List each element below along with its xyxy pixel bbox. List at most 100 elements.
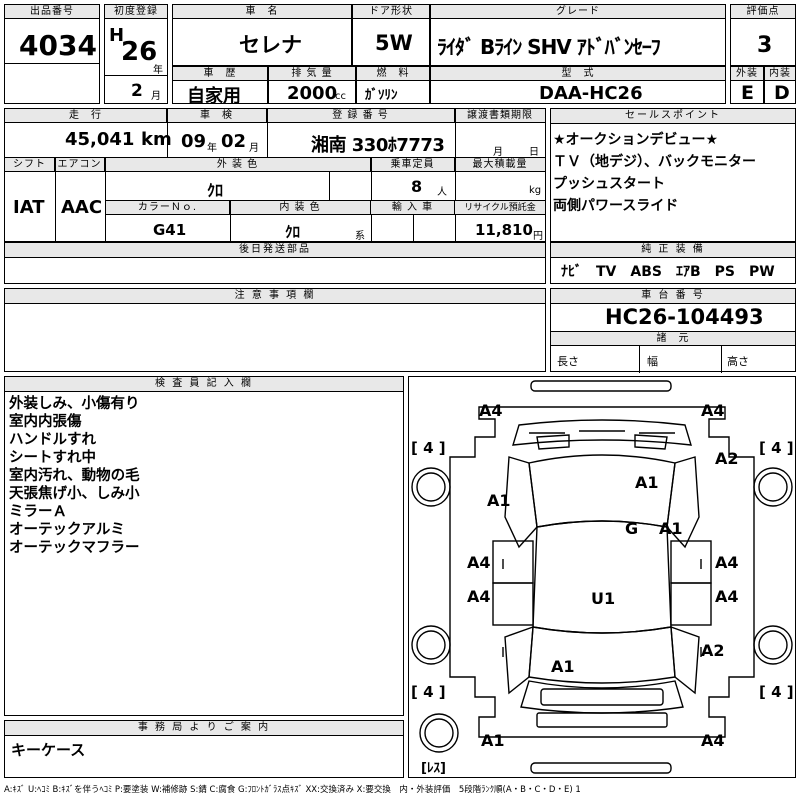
office-notice-label: 事 務 局 よ り ご 案 内 (5, 721, 403, 736)
car-name: セレナ (239, 33, 302, 57)
model-label: 型 式 (431, 67, 725, 81)
exterior-grade-cell: 外装 E (730, 66, 764, 104)
exterior-color: ｸﾛ (207, 181, 224, 200)
max-load-unit: kg (529, 185, 542, 196)
grade-cell: グレード ﾗｲﾀﾞ Bﾗｲﾝ SHV ｱﾄﾞﾊﾞﾝｾｰﾌ (430, 4, 726, 66)
mark-a1-hood: A1 (635, 473, 659, 492)
car-name-label: 車 名 (173, 5, 351, 19)
notes-label: 注 意 事 項 欄 (5, 289, 545, 304)
inspector-note-line: ハンドルすれ (9, 432, 96, 448)
mark-a4-front-right: A4 (701, 401, 725, 420)
fuel: ｶﾞｿﾘﾝ (365, 88, 398, 103)
transfer-label: 譲渡書類期限 (455, 109, 545, 123)
door-type: 5W (375, 31, 413, 55)
capacity-label: 乗車定員 (371, 158, 455, 172)
spec-length-label: 長さ (557, 355, 579, 368)
displacement-unit: cc (335, 91, 346, 102)
recycle-unit: 円 (533, 231, 543, 242)
spec-label: 諸 元 (551, 332, 795, 346)
inspector-note-line: 室内汚れ、動物の毛 (9, 468, 140, 484)
interior-grade: D (774, 82, 790, 104)
mark-a1-rear-bumper-left: A1 (481, 731, 505, 750)
exterior-grade-label: 外装 (731, 67, 763, 81)
first-registration-cell: 初度登録 H 26 年 2 月 (104, 4, 168, 104)
spare-tire: [ﾚｽ] (421, 761, 446, 776)
sales-point-item: 両側パワースライド (553, 198, 679, 214)
history: 自家用 (187, 86, 241, 107)
mark-a4-right-front-door: A4 (715, 553, 739, 572)
fuel-label: 燃 料 (357, 67, 429, 81)
header-block: 出品番号 4034 初度登録 H 26 年 2 月 車 名 セレナ ドア形状 5… (4, 4, 796, 107)
inspector-note-line: シートすれ中 (9, 450, 96, 466)
score-cell: 評価点 3 (730, 4, 796, 66)
car-diagram: A4 A4 [ 4 ] [ 4 ] A2 A1 A1 G A1 A4 A4 A4… (408, 376, 796, 778)
inspection-label: 車 検 (167, 109, 267, 123)
displacement-cell: 排 気 量 2000 cc (268, 66, 356, 104)
office-notice-value: キーケース (11, 741, 86, 759)
grade-label: グレード (431, 5, 725, 19)
tire-rear-left: [ 4 ] (411, 683, 446, 701)
mileage-label: 走 行 (5, 109, 167, 123)
month-unit: 月 (151, 91, 161, 102)
recycle-label: リサイクル預託金 (455, 201, 545, 215)
model-code: DAA-HC26 (539, 83, 643, 104)
interior-color-label: 内 装 色 (230, 201, 371, 215)
shift-label: シフト (5, 158, 55, 172)
inspection-month: 02 (221, 131, 247, 152)
ac-label: エアコン (55, 158, 105, 172)
sales-point-item: プッシュスタート (553, 176, 665, 192)
chassis-number: HC26-104493 (605, 305, 764, 329)
inspector-note-line: 室内内張傷 (9, 414, 82, 430)
mark-a1-rear-left: A1 (551, 657, 575, 676)
inspector-note-line: ミラーＡ (9, 504, 67, 520)
inspector-note-line: オーテックマフラー (9, 540, 140, 556)
chassis-label: 車 台 番 号 (551, 289, 795, 304)
equipment-label: 純 正 装 備 (551, 243, 795, 258)
spec-width-label: 幅 (647, 355, 658, 368)
license-plate: 湘南 330ﾎ7773 (311, 135, 445, 156)
exterior-grade: E (741, 82, 754, 104)
mark-a1-windshield-right: A1 (659, 519, 683, 538)
equipment: 純 正 装 備 ﾅﾋﾞ TV ABS ｴｱB PS PW (550, 242, 796, 284)
inspector-notes-list: 外装しみ、小傷有り室内内張傷ハンドルすれシートすれ中室内汚れ、動物の毛天張焦げ小… (9, 395, 140, 557)
interior-color-unit: 系 (355, 231, 365, 242)
registration-month: 2 (131, 81, 143, 101)
max-load-label: 最大積載量 (455, 158, 545, 172)
capacity-unit: 人 (437, 187, 447, 198)
spec-height-label: 高さ (727, 355, 749, 368)
air-conditioner: AAC (61, 197, 103, 218)
inspection-year-unit: 年 (207, 143, 217, 154)
mileage-unit: km (141, 129, 172, 150)
mark-a4-front-left: A4 (479, 401, 503, 420)
tire-rear-right: [ 4 ] (759, 683, 794, 701)
door-cell: ドア形状 5W (352, 4, 430, 66)
color-number: G41 (153, 221, 187, 239)
plate-label: 登 録 番 号 (267, 109, 455, 123)
model-cell: 型 式 DAA-HC26 (430, 66, 726, 104)
inspector-notes: 検 査 員 記 入 欄 外装しみ、小傷有り室内内張傷ハンドルすれシートすれ中室内… (4, 376, 404, 716)
interior-grade-label: 内装 (765, 67, 795, 81)
history-label: 車 歴 (173, 67, 267, 81)
transfer-month-unit: 月 (493, 147, 503, 158)
first-registration-label: 初度登録 (105, 5, 167, 19)
inspection-year: 09 (181, 131, 207, 152)
tire-front-left: [ 4 ] (411, 439, 446, 457)
details-block: 走 行 車 検 登 録 番 号 譲渡書類期限 45,041 km 09 年 02… (4, 108, 546, 243)
car-outline (411, 380, 793, 774)
shift: IAT (13, 197, 45, 218)
inspector-note-line: 外装しみ、小傷有り (9, 396, 140, 412)
lot-number-label: 出品番号 (5, 5, 99, 19)
mark-u1-roof: U1 (591, 589, 616, 608)
score: 3 (757, 33, 773, 58)
fuel-cell: 燃 料 ｶﾞｿﾘﾝ (356, 66, 430, 104)
mark-a2-right-front: A2 (715, 449, 739, 468)
transfer-day-unit: 日 (529, 147, 539, 158)
mileage: 45,041 (65, 129, 135, 150)
exterior-color-label: 外 装 色 (105, 158, 371, 172)
inspector-note-line: 天張焦げ小、しみ小 (9, 486, 140, 502)
score-label: 評価点 (731, 5, 795, 19)
later-parts: 後日発送部品 (4, 242, 546, 284)
mark-a4-left-rear-door: A4 (467, 587, 491, 606)
office-notice: 事 務 局 よ り ご 案 内 キーケース (4, 720, 404, 778)
displacement: 2000 (287, 83, 338, 104)
